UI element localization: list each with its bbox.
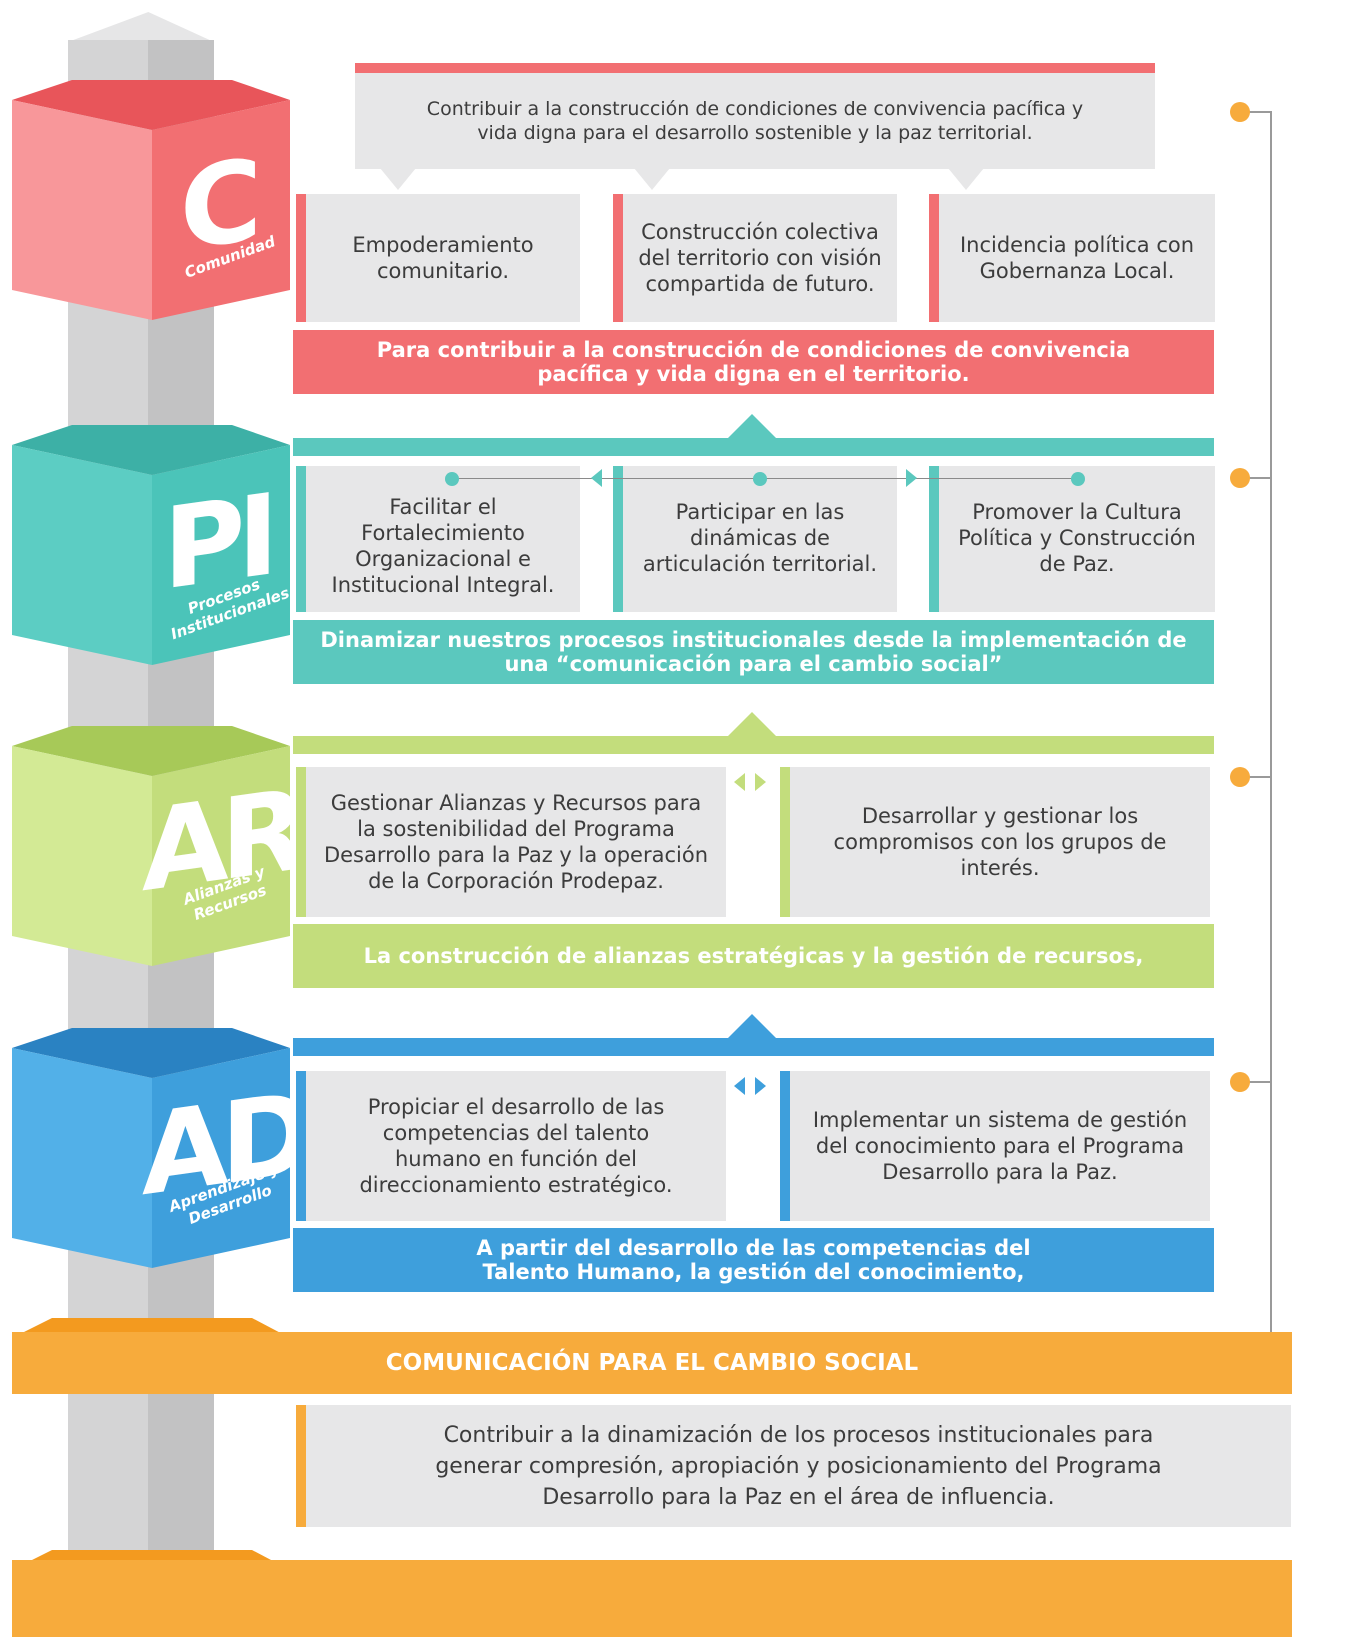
card-aprendizaje-2: Implementar un sistema de gestión del co… bbox=[790, 1071, 1210, 1221]
header-accent bbox=[355, 63, 1155, 73]
bar-aprendizaje bbox=[293, 1038, 1214, 1056]
cube-procesos: PI Procesos Institucionales bbox=[12, 425, 292, 665]
card-comunidad-3: Incidencia política con Gobernanza Local… bbox=[939, 194, 1215, 322]
pillar-top bbox=[68, 12, 214, 42]
level-dot-pi bbox=[1230, 468, 1250, 488]
level-dot-c bbox=[1230, 102, 1250, 122]
pi-dot bbox=[445, 472, 459, 486]
arrow-right-icon bbox=[906, 469, 917, 487]
arrow-right-icon bbox=[755, 1077, 766, 1095]
connector-tick bbox=[1240, 111, 1272, 113]
connector-tick bbox=[1240, 776, 1272, 778]
card-aprendizaje-1: Propiciar el desarrollo de las competenc… bbox=[306, 1071, 726, 1221]
band-comunidad: Para contribuir a la construcción de con… bbox=[293, 330, 1214, 394]
header-box: Contribuir a la construcción de condicio… bbox=[355, 73, 1155, 169]
card-alianzas-2: Desarrollar y gestionar los compromisos … bbox=[790, 767, 1210, 917]
bar-alianzas bbox=[293, 736, 1214, 754]
card-procesos-1: Facilitar el Fortalecimiento Organizacio… bbox=[306, 466, 580, 612]
level-dot-ar bbox=[1230, 767, 1250, 787]
arrow-right-icon bbox=[755, 773, 766, 791]
card-procesos-3: Promover la Cultura Política y Construcc… bbox=[939, 466, 1215, 612]
band-procesos: Dinamizar nuestros procesos instituciona… bbox=[293, 620, 1214, 684]
card-comunidad-1: Empoderamiento comunitario. bbox=[306, 194, 580, 322]
connector-tick bbox=[1240, 1081, 1272, 1083]
header-pointer bbox=[634, 168, 670, 190]
arrow-left-icon bbox=[734, 1077, 745, 1095]
cube-comunidad: C Comunidad bbox=[12, 80, 290, 320]
arrow-left-icon bbox=[734, 773, 745, 791]
comunicacion-box: Contribuir a la dinamización de los proc… bbox=[306, 1405, 1291, 1527]
band-alianzas: La construcción de alianzas estratégicas… bbox=[293, 924, 1214, 988]
card-alianzas-1: Gestionar Alianzas y Recursos para la so… bbox=[306, 767, 726, 917]
arrow-up-notch bbox=[728, 1014, 776, 1038]
cube-alianzas: AR Alianzas y Recursos bbox=[12, 726, 299, 966]
card-procesos-2: Participar en las dinámicas de articulac… bbox=[623, 466, 897, 612]
bar-procesos bbox=[293, 438, 1214, 456]
pi-dot bbox=[1071, 472, 1085, 486]
band-aprendizaje: A partir del desarrollo de las competenc… bbox=[293, 1228, 1214, 1292]
pi-dot bbox=[753, 472, 767, 486]
connector-tick bbox=[1240, 477, 1272, 479]
header-pointer bbox=[380, 168, 416, 190]
header-text: Contribuir a la construcción de condicio… bbox=[426, 98, 1084, 144]
card-comunidad-2: Construcción colectiva del territorio co… bbox=[623, 194, 897, 322]
comunicacion-banner: COMUNICACIÓN PARA EL CAMBIO SOCIAL bbox=[12, 1332, 1292, 1394]
arrow-up-notch bbox=[728, 712, 776, 736]
level-dot-ad bbox=[1230, 1072, 1250, 1092]
header-pointer bbox=[948, 168, 984, 190]
arrow-up-notch bbox=[728, 414, 776, 438]
cube-aprendizaje: AD Aprendizaje y Desarrollo bbox=[12, 1028, 306, 1268]
arrow-left-icon bbox=[591, 469, 602, 487]
connector-line bbox=[1270, 112, 1272, 1332]
bottom-orange-bar bbox=[12, 1560, 1292, 1637]
